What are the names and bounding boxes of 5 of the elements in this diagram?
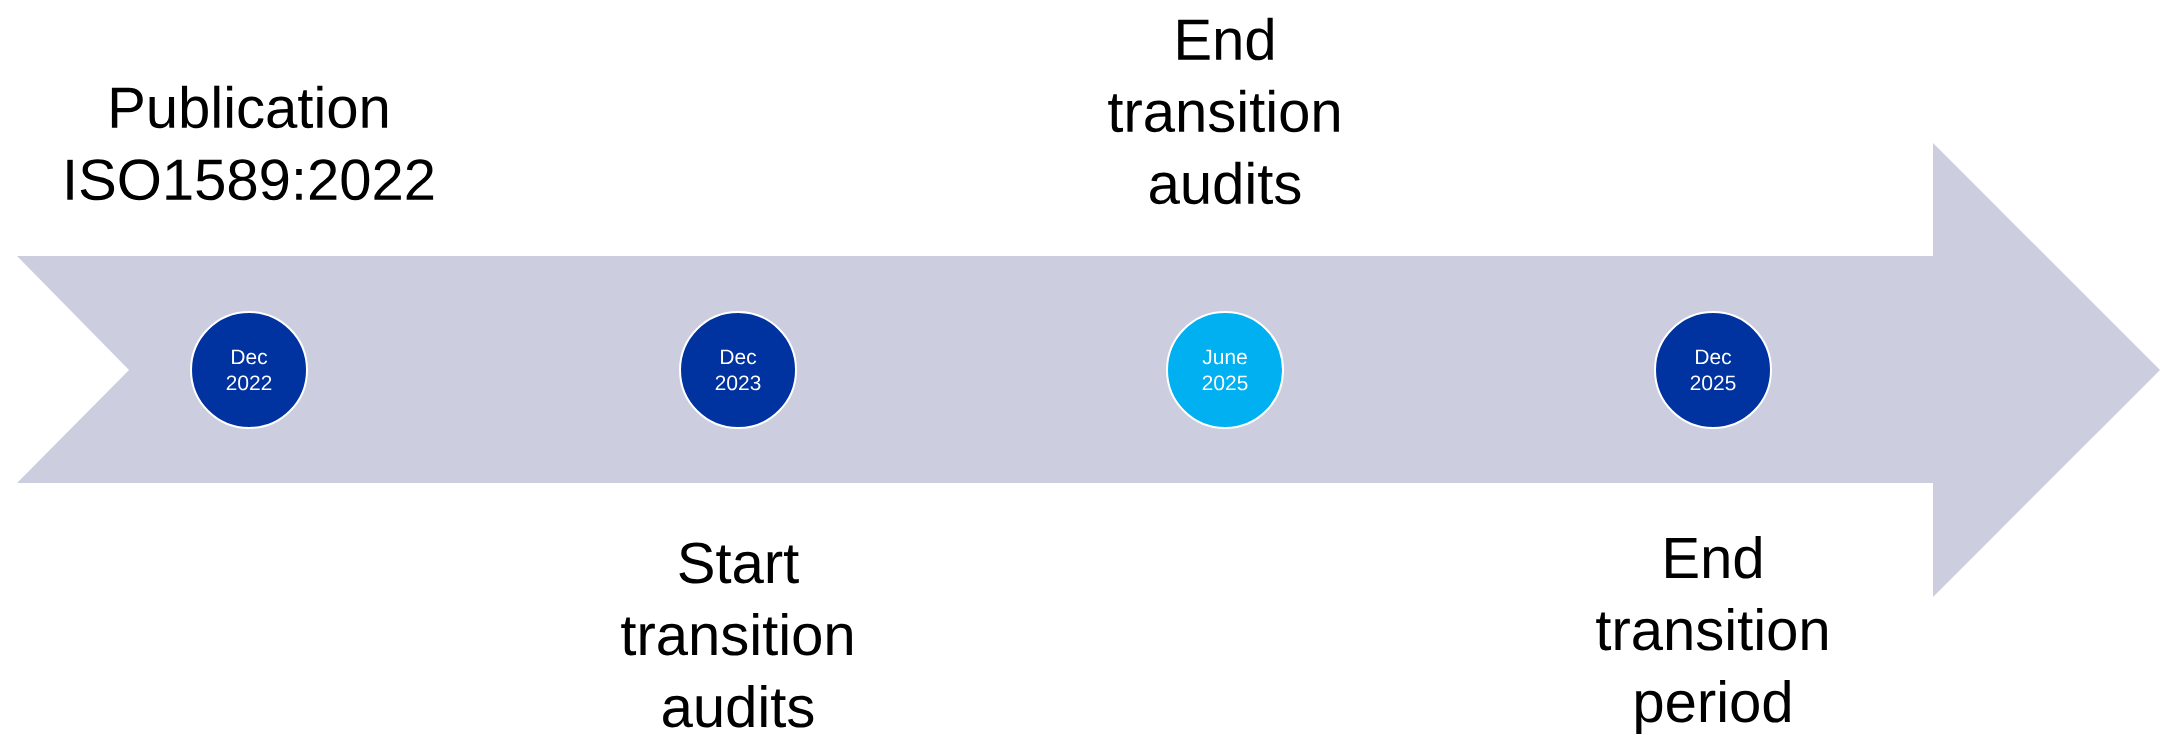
milestone-label: Publication ISO1589:2022 xyxy=(67,85,434,201)
milestone-label: End transition audits xyxy=(1108,17,1339,205)
milestone-label: Start transition audits xyxy=(621,542,852,728)
timeline-arrow xyxy=(17,143,2160,597)
milestone-label: End transition period xyxy=(1596,535,1827,734)
